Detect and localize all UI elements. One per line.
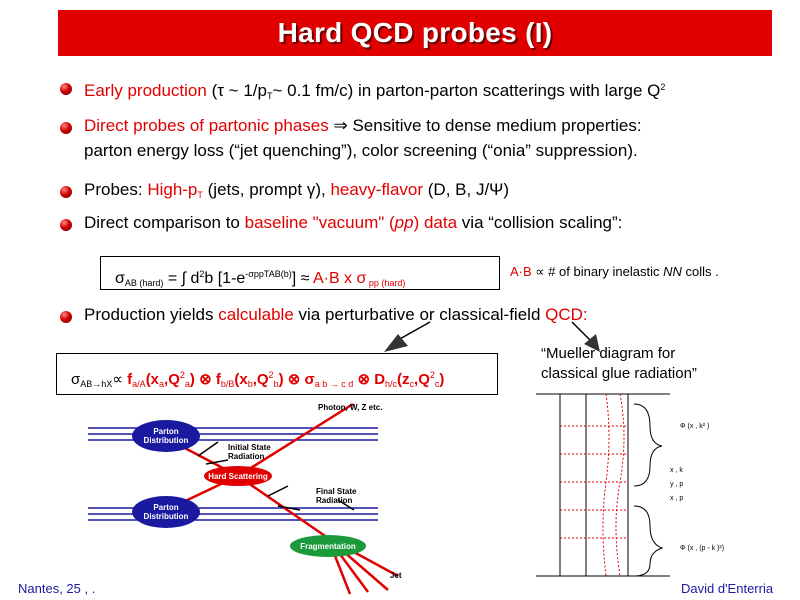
radiation-label: Radiation	[228, 452, 265, 461]
parton-label: Parton	[153, 503, 178, 512]
svg-text:Φ (x , k² ): Φ (x , k² )	[680, 423, 709, 430]
bullet-probes: Probes: High-pT (jets, prompt γ), heavy-…	[84, 180, 510, 200]
binary-collisions-note: A·B ∝ # of binary inelastic NN colls .	[510, 264, 719, 279]
bullet-direct-probes: Direct probes of partonic phases ⇒ Sensi…	[84, 116, 642, 135]
svg-text:x , k: x , k	[670, 467, 683, 474]
parton-distribution-label: Distribution	[144, 512, 189, 521]
parton-label: Parton	[153, 427, 178, 436]
hard-scattering-diagram: Parton Distribution Parton Distribution …	[88, 402, 402, 595]
bullet-production-yields: Production yields calculable via perturb…	[84, 305, 588, 324]
fragmentation-label: Fragmentation	[300, 542, 356, 551]
initial-state-label: Initial State	[228, 443, 271, 452]
factorization-equation: σAB→hX∝ fa/A(xa,Q2a) ⊗ fb/B(xb,Q2b) ⊗ σa…	[56, 353, 498, 395]
bullet-early-production: Early production (τ ~ 1/pT~ 0.1 fm/c) in…	[84, 81, 666, 101]
mueller-diagram: Φ (x , k² ) x , k y , p x , p Φ (x , (p …	[536, 393, 724, 577]
bullet-icon	[60, 219, 72, 231]
bullet-icon	[60, 83, 72, 95]
collision-scaling-equation: σAB (hard) = ∫ d2b [1-e-σppTAB(b)] ≈ A·B…	[100, 256, 500, 290]
title-bar: Hard QCD probes (I)	[58, 10, 772, 56]
fragmentation-blob	[290, 535, 366, 557]
parton-distribution-label: Distribution	[144, 436, 189, 445]
jet-label: Jet	[390, 571, 402, 580]
radiation-label: Radiation	[316, 496, 353, 505]
hard-scattering-label: Hard Scattering	[208, 472, 268, 481]
hard-scattering-blob	[204, 466, 272, 486]
svg-text:y , p: y , p	[670, 481, 683, 488]
bullet-icon	[60, 311, 72, 323]
svg-text:x , p: x , p	[670, 495, 683, 502]
bullet-comparison: Direct comparison to baseline "vacuum" (…	[84, 213, 623, 232]
slide-title: Hard QCD probes (I)	[277, 17, 553, 48]
bullet-direct-probes-line2: parton energy loss (“jet quenching”), co…	[84, 141, 638, 160]
parton-distribution-blob-top	[132, 420, 200, 452]
final-state-label: Final State	[316, 487, 357, 496]
parton-distribution-blob-bottom	[132, 496, 200, 528]
bullet-icon	[60, 122, 72, 134]
footer-location: Nantes, 25 , .	[18, 581, 96, 596]
mueller-caption: “Mueller diagram for classical glue radi…	[541, 345, 697, 382]
photon-label: Photon, W, Z etc.	[318, 403, 382, 412]
svg-text:Φ (x , (p - k )²): Φ (x , (p - k )²)	[680, 545, 724, 552]
footer-author: David d'Enterria	[681, 581, 774, 596]
bullet-icon	[60, 186, 72, 198]
